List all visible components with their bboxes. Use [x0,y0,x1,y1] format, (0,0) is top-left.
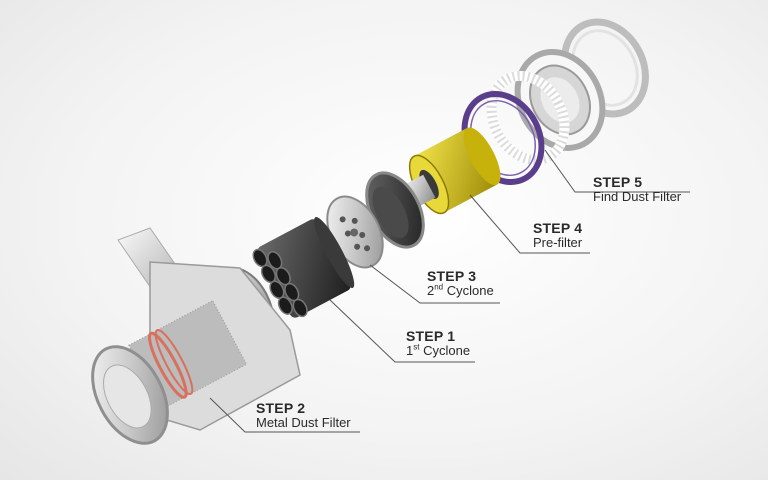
step5-title: STEP 5 [593,174,643,190]
leader-line-step4 [469,194,590,254]
step2-title: STEP 2 [256,400,306,416]
step1-desc-rest: Cyclone [419,343,471,359]
leader-line-step2 [209,397,360,433]
step4-desc: Pre-filter [533,235,583,251]
label-step5: STEP 5 Find Dust Filter [593,174,681,205]
leader-line-step3 [369,264,500,304]
step3-desc-rest: Cyclone [443,283,494,299]
step3-desc-num: 2 [427,283,435,299]
label-step1: STEP 1 1st Cyclone [406,328,470,359]
step2-desc: Metal Dust Filter [256,415,351,431]
main-body [91,227,301,445]
white-pleated-ring [486,70,570,166]
step5-desc: Find Dust Filter [593,189,682,205]
yellow-filter-cylinder [408,127,501,215]
step1-title: STEP 1 [406,328,456,344]
step4-title: STEP 4 [533,220,583,236]
first-cyclone-bundle [252,216,355,318]
second-cyclone-cone [365,171,425,249]
step3-desc: 2nd Cyclone [427,282,494,299]
label-step3: STEP 3 2nd Cyclone [427,268,494,299]
leader-line-step5 [544,149,690,193]
leader-lines [209,149,690,433]
step1-desc: 1st Cyclone [406,342,471,359]
step1-desc-sup: st [413,342,420,352]
step1-desc-num: 1 [406,343,414,359]
step3-title: STEP 3 [427,268,477,284]
label-step4: STEP 4 Pre-filter [533,220,582,251]
leader-line-step1 [329,299,475,363]
label-step2: STEP 2 Metal Dust Filter [256,400,351,431]
step3-desc-sup: nd [434,282,444,292]
